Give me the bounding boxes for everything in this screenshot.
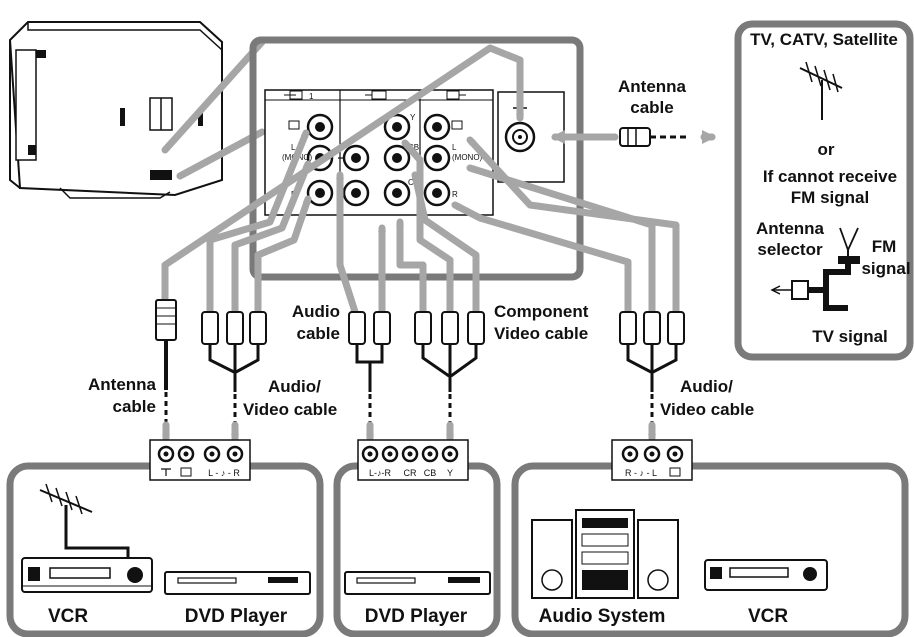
signal-line1: TV, CATV, Satellite [750, 30, 898, 49]
cable-labels: Antenna cable Antenna cable Audio/ Video… [88, 77, 754, 419]
signal-line2: If cannot receive [763, 167, 897, 186]
antenna-selector-label-1: Antenna [756, 219, 825, 238]
output-jacks: L (MONO) R [423, 113, 483, 207]
rca-plugs-left [201, 311, 267, 425]
tv-set-illustration [8, 21, 223, 199]
antenna-cable-label-left-2: cable [113, 397, 156, 416]
connector-panel-right: R - ♪ - L [611, 439, 693, 481]
av-cable-label-right-2: Video cable [660, 400, 754, 419]
middle-panel-cb-label: CB [424, 468, 437, 478]
output-mono-label: (MONO) [452, 153, 483, 162]
audio-system-label: Audio System [539, 606, 666, 627]
vcr-left-antenna [39, 483, 130, 560]
fm-signal-label-1: FM [872, 237, 897, 256]
antenna-icon [799, 61, 843, 120]
antenna-cable-label-top-2: cable [630, 98, 673, 117]
antenna-jack [504, 107, 536, 153]
rca-plugs-right [619, 311, 685, 425]
dvd-left-device [164, 571, 311, 595]
av-cable-label-left-1: Audio/ [268, 377, 321, 396]
middle-panel-cr-label: CR [404, 468, 417, 478]
vcr-right-label: VCR [748, 606, 788, 627]
dvd-middle-device [344, 571, 491, 595]
vcr-left-device [21, 557, 153, 593]
dvd-left-label: DVD Player [185, 606, 288, 627]
antenna-plug-left [155, 299, 177, 425]
component-y-label: Y [410, 113, 416, 122]
output-icon [446, 90, 466, 100]
left-panel-audio-label: L - ♪ - R [208, 468, 240, 478]
audio-system-device [531, 509, 679, 599]
signal-source-box: TV, CATV, Satellite or If cannot receive… [734, 20, 914, 361]
output-r-label: R [452, 190, 458, 199]
signal-or: or [818, 140, 835, 159]
right-panel-audio-label: R - ♪ - L [625, 468, 657, 478]
cable-routes [161, 44, 716, 322]
av-cable-label-right-1: Audio/ [680, 377, 733, 396]
connector-panel-left: L - ♪ - R [149, 439, 251, 481]
antenna-selector-icon [770, 227, 860, 311]
vcr-right-device [704, 559, 828, 591]
dvd-middle-label: DVD Player [365, 606, 468, 627]
component-input-icon [365, 90, 387, 100]
device-labels: VCR DVD Player DVD Player Audio System V… [48, 606, 788, 627]
signal-line3: FM signal [791, 188, 869, 207]
audio-cable-label-2: cable [297, 324, 340, 343]
audio-cable-label-1: Audio [292, 302, 340, 321]
component-cable-label-1: Component [494, 302, 589, 321]
vcr-left-label: VCR [48, 606, 88, 627]
connector-panel-middle: L-♪-R CR CB Y [357, 439, 469, 481]
down-arrows [162, 421, 656, 442]
output-l-label: L [452, 143, 457, 152]
fm-signal-label-2: signal [861, 259, 910, 278]
middle-panel-audio-label: L-♪-R [369, 468, 391, 478]
component-cable-label-2: Video cable [494, 324, 588, 343]
antenna-cable-label-top-1: Antenna [618, 77, 687, 96]
input-l-label: L [291, 143, 296, 152]
antenna-selector-label-2: selector [757, 240, 823, 259]
component-cable-plugs [414, 311, 485, 425]
antenna-cable-connector [619, 127, 690, 147]
tv-signal-label: TV signal [812, 327, 888, 346]
input1-label: 1 [309, 92, 314, 101]
antenna-cable-label-left-1: Antenna [88, 375, 157, 394]
av-cable-label-left-2: Video cable [243, 400, 337, 419]
audio-cable-plugs [348, 311, 391, 425]
middle-panel-y-label: Y [447, 468, 453, 478]
plugs [155, 299, 685, 425]
zoom-lines [161, 38, 266, 180]
input1-icon: 1 [284, 90, 314, 101]
